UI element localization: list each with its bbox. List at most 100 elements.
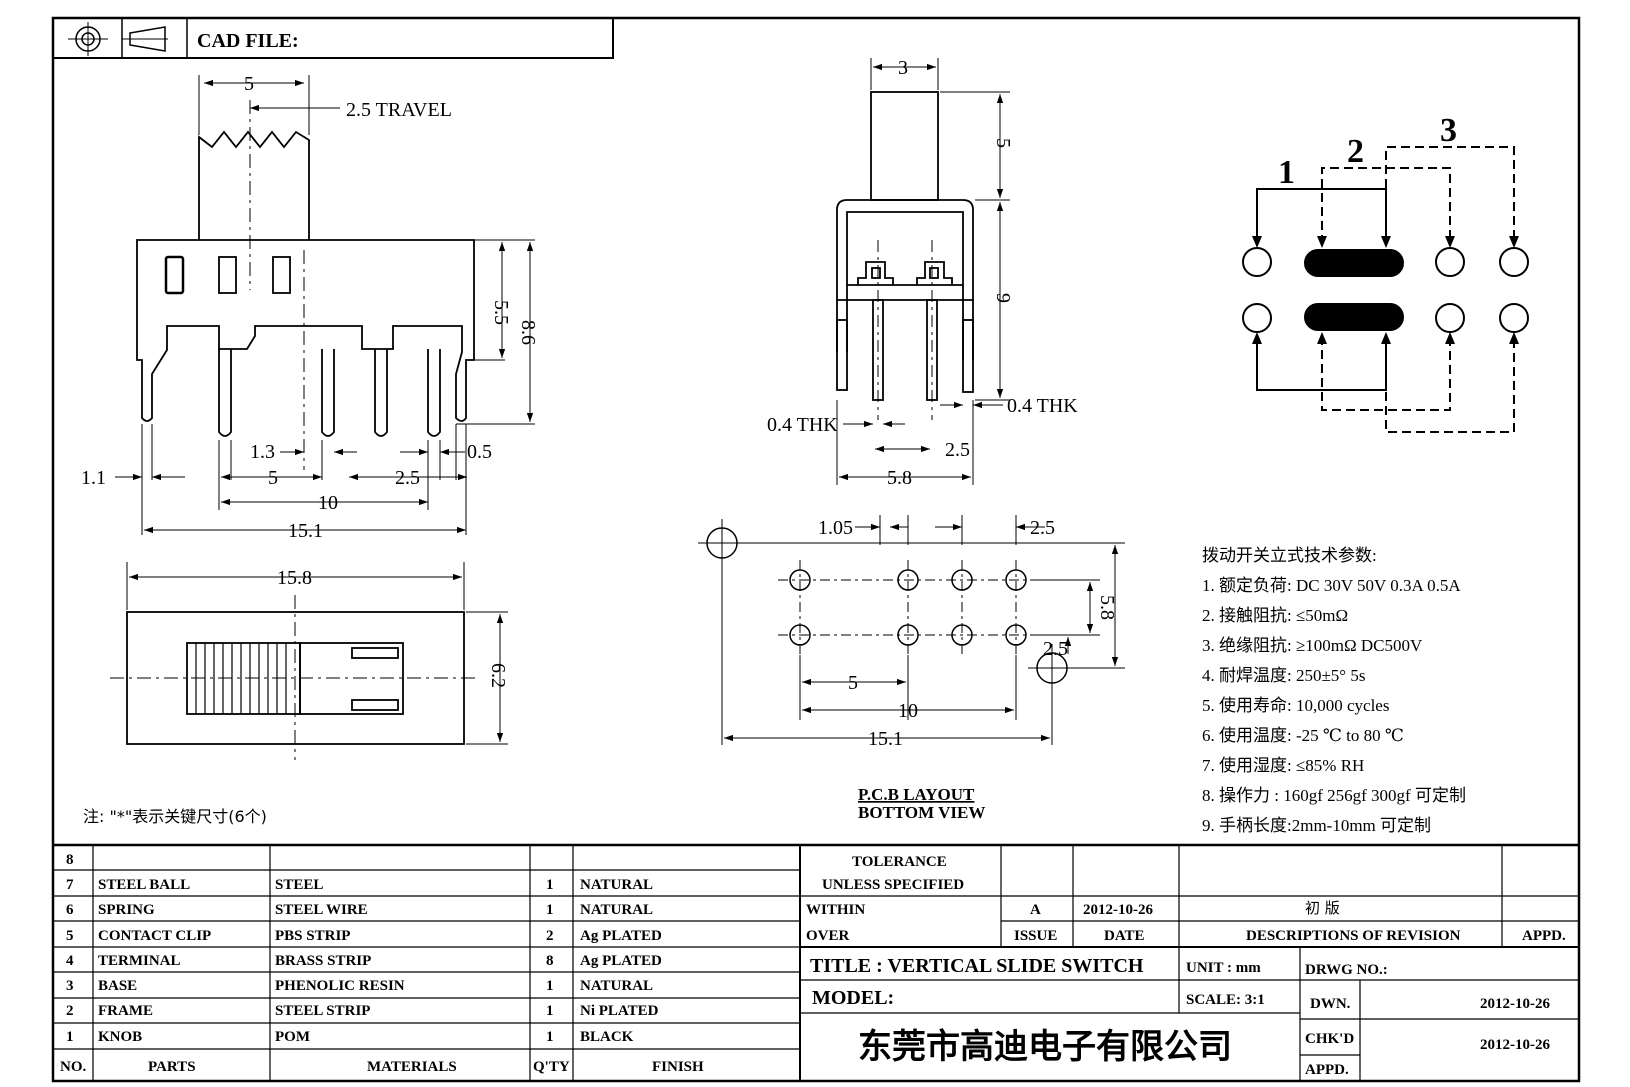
rev-issue: A — [1030, 902, 1041, 918]
bom-header-no: NO. — [60, 1059, 87, 1075]
title-block — [800, 845, 1579, 1081]
spec-item: 1. 额定负荷: DC 30V 50V 0.3A 0.5A — [1202, 576, 1461, 595]
bom-row-part: SPRING — [98, 902, 155, 918]
date-label: DATE — [1104, 928, 1145, 944]
bom-header-finish: FINISH — [652, 1059, 704, 1075]
bom-row-qty: 1 — [546, 978, 554, 994]
spec-item: 3. 绝缘阻抗: ≥100mΩ DC500V — [1202, 636, 1423, 655]
bom-row-part: FRAME — [98, 1003, 153, 1019]
dim-knob-3: 3 — [898, 57, 908, 79]
contact-pin — [1435, 303, 1465, 333]
key-dimension-note: 注: "*"表示关键尺寸(6个) — [83, 807, 267, 826]
bom-row-qty: 1 — [546, 1029, 554, 1045]
bom-row-part: CONTACT CLIP — [98, 928, 211, 944]
dim-body-9: 9 — [992, 293, 1014, 303]
bom-row-no: 4 — [66, 953, 74, 969]
schematic-labels: 1 2 3 — [1278, 112, 1457, 191]
dim-width-5-8: 5.8 — [887, 467, 912, 489]
spec-item: 4. 耐焊温度: 250±5° 5s — [1202, 666, 1365, 685]
spec-title: 拨动开关立式技术参数: — [1202, 546, 1377, 565]
bom-row-no: 2 — [66, 1003, 74, 1019]
pcb-layout-labels: 1.05 2.5 5.8 2.5 5 10 15.1 P.C.B LAYOUT … — [818, 517, 1118, 822]
dim-5-pcb: 5 — [848, 672, 858, 694]
dim-pin-2-5: 2.5 — [945, 439, 970, 461]
spec-item: 9. 手柄长度:2mm-10mm 可定制 — [1202, 816, 1431, 835]
rev-desc: 初 版 — [1305, 899, 1340, 917]
dim-thk-right: 0.4 THK — [1007, 395, 1078, 417]
tolerance-spec: UNLESS SPECIFIED — [822, 877, 964, 893]
dim-pitch-5: 5 — [268, 467, 278, 489]
end-view-labels: 3 5 9 0.4 THK 0.4 THK 2.5 5.8 — [767, 57, 1078, 489]
dim-1-1: 1.1 — [81, 467, 106, 489]
bom-header-parts: PARTS — [148, 1059, 196, 1075]
bom-row-finish: NATURAL — [580, 877, 653, 893]
drawing-title: TITLE : VERTICAL SLIDE SWITCH — [810, 955, 1144, 977]
sheet-border — [51, 16, 1581, 1083]
approved2-label: APPD. — [1305, 1062, 1349, 1078]
switch-schematic — [1242, 146, 1529, 433]
checked-label: CHK'D — [1305, 1031, 1354, 1047]
dim-2-5-side: 2.5 — [1043, 638, 1068, 660]
pcb-subcaption: BOTTOM VIEW — [858, 803, 985, 822]
drawn-label: DWN. — [1310, 996, 1351, 1012]
bom-row-qty: 8 — [546, 953, 554, 969]
dim-2-5-top: 2.5 — [1030, 517, 1055, 539]
dim-1-3: 1.3 — [250, 441, 275, 463]
bom-row-part: KNOB — [98, 1029, 142, 1045]
dim-span-10: 10 — [318, 492, 338, 514]
dim-thk-left: 0.4 THK — [767, 414, 838, 436]
spec-item: 6. 使用温度: -25 ℃ to 80 ℃ — [1202, 725, 1404, 745]
tolerance-label: TOLERANCE — [852, 854, 947, 870]
company-name: 东莞市高迪电子有限公司 — [858, 1027, 1232, 1067]
dim-5-5: 5.5 — [490, 300, 512, 325]
contact-bridge — [1304, 249, 1404, 277]
bom-row-finish: Ni PLATED — [580, 1003, 659, 1019]
dim-1-05: 1.05 — [818, 517, 853, 539]
bom-row-material: POM — [275, 1029, 310, 1045]
dim-0-5: 0.5 — [467, 441, 492, 463]
position-label-1: 1 — [1278, 154, 1295, 191]
contact-pin — [1435, 247, 1465, 277]
bom-row-qty: 2 — [546, 928, 554, 944]
bom-row-material: STEEL WIRE — [275, 902, 368, 918]
dim-top-width: 5 — [244, 73, 254, 95]
pcb-caption: P.C.B LAYOUT — [858, 785, 975, 804]
bom-row-part: BASE — [98, 978, 137, 994]
spec-item: 2. 接触阻抗: ≤50mΩ — [1202, 606, 1348, 625]
revision-desc-label: DESCRIPTIONS OF REVISION — [1246, 928, 1461, 944]
bom-header-materials: MATERIALS — [367, 1059, 457, 1075]
top-view — [110, 562, 508, 760]
bom-row-qty: 1 — [546, 902, 554, 918]
spec-item: 8. 操作力 : 160gf 256gf 300gf 可定制 — [1202, 786, 1466, 805]
dim-5-8-pcb: 5.8 — [1096, 595, 1118, 620]
spec-list: 拨动开关立式技术参数: 1. 额定负荷: DC 30V 50V 0.3A 0.5… — [1202, 546, 1466, 835]
scale-label: SCALE: 3:1 — [1186, 992, 1265, 1008]
spec-item: 5. 使用寿命: 10,000 cycles — [1202, 695, 1389, 715]
bom-row-finish: NATURAL — [580, 902, 653, 918]
over-label: OVER — [806, 928, 850, 944]
within-label: WITHIN — [806, 902, 865, 918]
bom-row-material: BRASS STRIP — [275, 953, 371, 969]
dim-10-pcb: 10 — [898, 700, 918, 722]
side-view-labels: 5 2.5 TRAVEL 5.5 8.6 1.3 0.5 1.1 5 2.5 1… — [81, 73, 539, 542]
dim-pitch-2-5: 2.5 — [395, 467, 420, 489]
bom-header-qty: Q'TY — [533, 1059, 570, 1075]
bom-row-finish: BLACK — [580, 1029, 634, 1045]
bom-row-finish: Ag PLATED — [580, 928, 662, 944]
issue-label: ISSUE — [1014, 928, 1057, 944]
position-label-3: 3 — [1440, 112, 1457, 149]
approved-label: APPD. — [1522, 928, 1566, 944]
contact-pin — [1499, 247, 1529, 277]
drawing-number-label: DRWG NO.: — [1305, 962, 1388, 978]
bom-row-finish: NATURAL — [580, 978, 653, 994]
header-block: CAD FILE: — [52, 17, 614, 59]
contact-pin — [1242, 247, 1272, 277]
bom-row-qty: 1 — [546, 1003, 554, 1019]
bom-row-no: 5 — [66, 928, 74, 944]
pcb-layout — [698, 515, 1125, 745]
bom-row-qty: 1 — [546, 877, 554, 893]
title-block-text: TOLERANCE UNLESS SPECIFIED WITHIN OVER A… — [806, 854, 1566, 1078]
unit-label: UNIT : mm — [1186, 960, 1261, 976]
bom-table — [53, 843, 1579, 1081]
